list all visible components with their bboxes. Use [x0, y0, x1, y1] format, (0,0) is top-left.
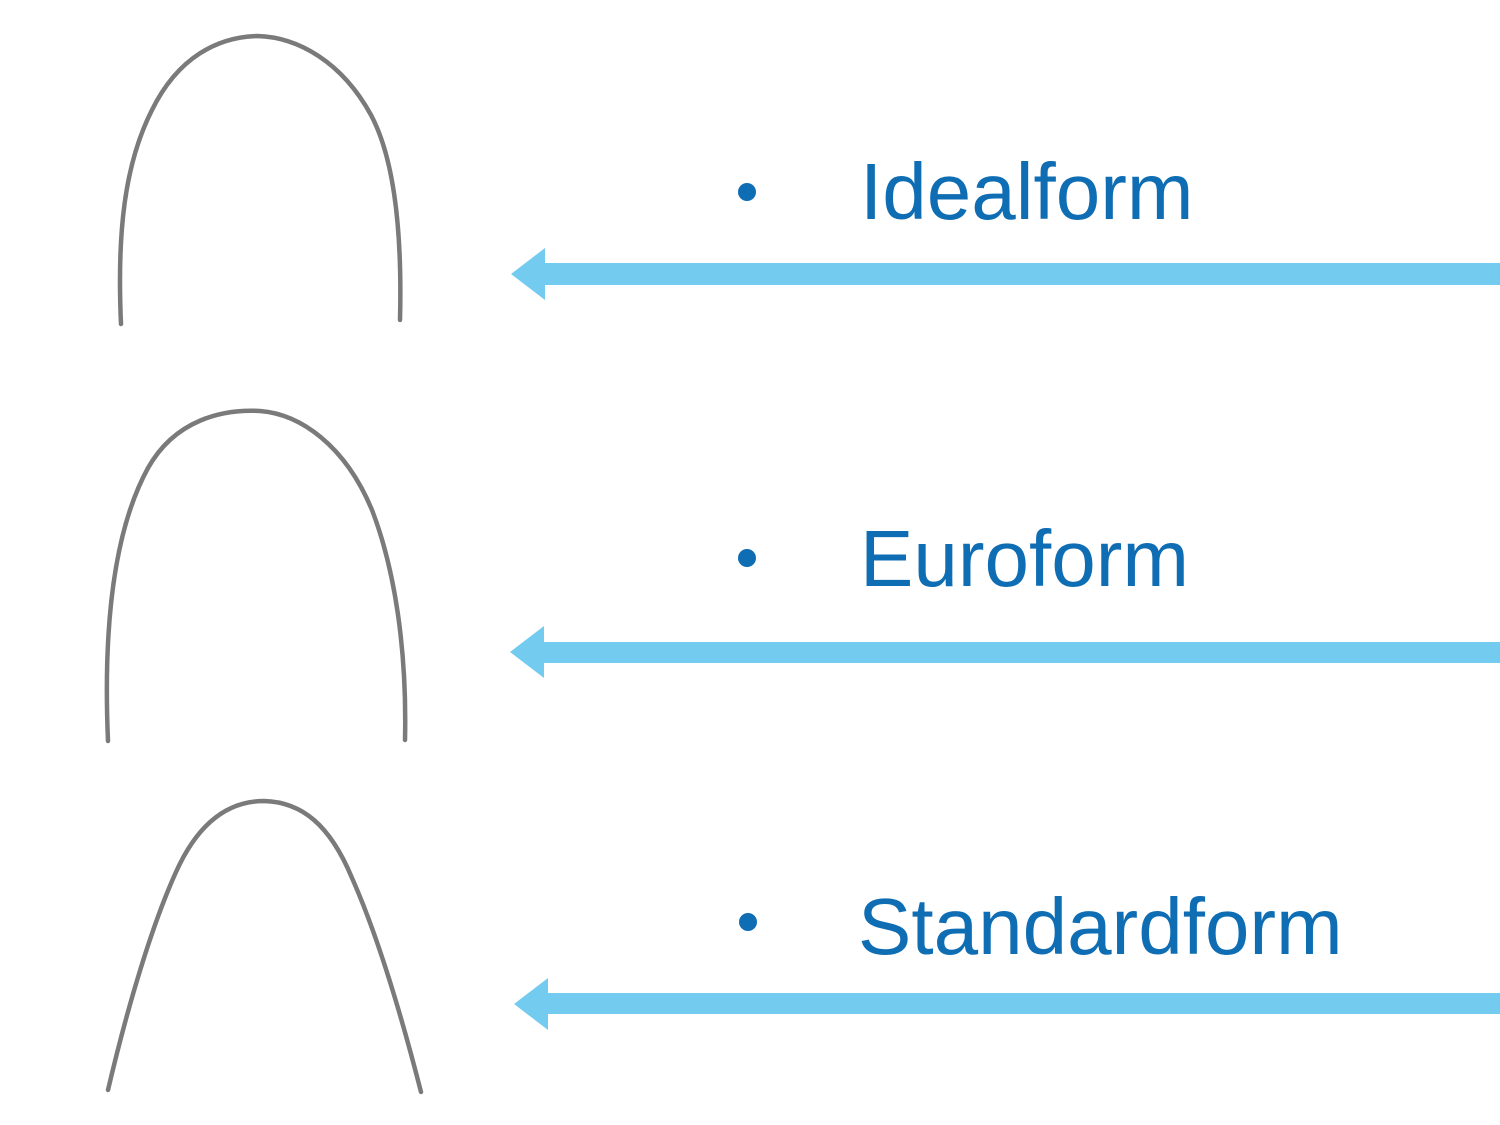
archform-label-idealform: Idealform — [860, 147, 1194, 236]
left-arrow-head-icon — [514, 978, 548, 1030]
archwire-idealform-curve — [117, 33, 403, 327]
bullet-dot-icon — [739, 913, 757, 931]
left-arrow-head-icon — [511, 248, 545, 300]
bullet-dot-icon — [738, 549, 756, 567]
archwire-euroform-curve — [104, 408, 408, 744]
archwire-standardform-image — [105, 798, 424, 1095]
bullet-dot-icon — [738, 183, 756, 201]
archform-label-euroform: Euroform — [860, 514, 1189, 603]
archform-label-standardform: Standardform — [858, 882, 1343, 971]
left-arrow-shaft — [547, 993, 1500, 1014]
left-arrow-head-icon — [510, 626, 544, 678]
archwire-standardform-curve — [105, 798, 424, 1095]
left-arrow-shaft — [543, 642, 1500, 663]
archwire-idealform-image — [117, 33, 403, 327]
archwire-euroform-image — [104, 408, 408, 744]
left-arrow-shaft — [544, 263, 1500, 285]
